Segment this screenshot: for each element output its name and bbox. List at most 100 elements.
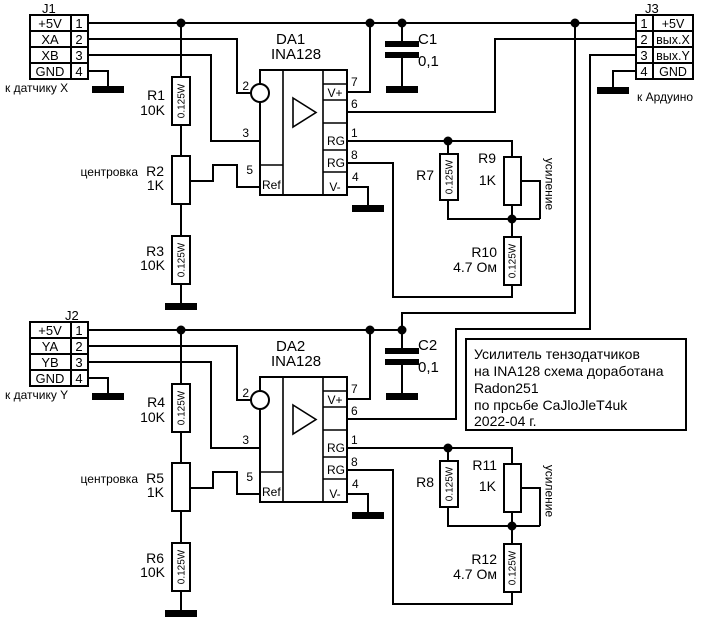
- gain-label: усиление: [543, 465, 557, 518]
- connector-ref: J1: [42, 1, 56, 16]
- power-rating: 0.125W: [177, 242, 188, 277]
- res-ref: R7: [416, 167, 434, 183]
- pin-number: 2: [640, 32, 647, 47]
- power-rating: 0.125W: [177, 390, 188, 425]
- pin-label: +5V: [38, 16, 62, 31]
- wire-vminus-da1-gnd: [347, 186, 369, 205]
- pin-number: 2: [242, 386, 249, 400]
- gain-label: усиление: [543, 158, 557, 211]
- res-value: 10K: [140, 409, 166, 425]
- pin-label: вых.Y: [656, 49, 690, 63]
- wire-ref-pin5-da1: [190, 164, 260, 188]
- junction-dot: [397, 325, 407, 335]
- pin-label: +5V: [662, 17, 685, 31]
- cap-plate: [385, 41, 419, 47]
- cap-plate: [385, 359, 419, 365]
- junction-dot: [176, 18, 186, 28]
- wire-yb-to-noninv-input: [88, 361, 260, 449]
- gnd-icon: [352, 512, 384, 519]
- cap-plate: [385, 348, 419, 354]
- pin-number: 3: [242, 126, 249, 140]
- res-ref: R9: [478, 150, 496, 166]
- wire-j2-gnd: [88, 377, 109, 393]
- note-line: Усилитель тензодатчиков: [474, 346, 640, 362]
- pin-number: 3: [242, 433, 249, 447]
- wire-rg1-da2: [347, 447, 540, 527]
- junction-dot: [443, 443, 453, 453]
- pin-number: 1: [75, 323, 82, 338]
- power-rating: 0.125W: [177, 549, 188, 584]
- cell-label: RG: [327, 441, 345, 455]
- pin-label: XA: [41, 32, 59, 47]
- inverting-input-circle-icon: [250, 83, 270, 103]
- gnd-icon: [92, 86, 124, 93]
- res-value: 1K: [147, 484, 165, 500]
- trimmer-r11: R11 1K усиление: [472, 457, 556, 517]
- pin-number: 6: [351, 97, 358, 111]
- pin-label: YA: [42, 339, 59, 354]
- junction-dot: [365, 325, 375, 335]
- junction-dots: [176, 18, 580, 531]
- junction-dot: [176, 325, 186, 335]
- wire-ref-pin5-da2: [190, 471, 260, 495]
- pin-number: 3: [640, 48, 647, 63]
- pin-number: 2: [242, 79, 249, 93]
- trimmer-r9: R9 1K усиление: [478, 150, 556, 210]
- wire-out-x: [347, 38, 636, 113]
- res-value: 4.7 Ом: [453, 259, 497, 275]
- note-line: по прсьбе CaJloJleT4uk: [474, 397, 628, 413]
- connector-caption: к датчику X: [5, 81, 68, 95]
- cap-ref: C2: [418, 337, 437, 354]
- pin-number: 1: [351, 433, 358, 447]
- pin-number: 4: [75, 64, 82, 79]
- cell-label: V-: [329, 487, 340, 501]
- trimmer-r2: R2 1K центровка: [81, 155, 191, 205]
- power-rating: 0.125W: [508, 243, 519, 278]
- junction-dot: [570, 18, 580, 28]
- ic-ref: DA1: [276, 31, 305, 48]
- centering-label: центровка: [81, 472, 139, 486]
- junction-dot: [507, 521, 517, 531]
- wire-j1-gnd: [88, 70, 109, 86]
- pin-number: 7: [351, 75, 358, 89]
- opamp-triangle-icon: [292, 96, 318, 129]
- power-rating: 0.125W: [177, 83, 188, 118]
- cell-label: RG: [327, 156, 345, 170]
- cell-label: V+: [327, 86, 342, 100]
- pin-number: 5: [246, 470, 253, 484]
- pin-number: 2: [75, 32, 82, 47]
- pin-number: 6: [351, 404, 358, 418]
- wires-x-channel: [88, 22, 636, 330]
- pin-number: 1: [75, 16, 82, 31]
- wire-rg1-da1: [347, 140, 540, 220]
- res-ref: R11: [472, 457, 497, 473]
- wire-r11-wiper: [521, 487, 541, 526]
- res-value: 1K: [479, 172, 497, 188]
- cap-value: 0,1: [418, 359, 439, 376]
- pin-number: 4: [352, 170, 359, 184]
- pin-label: GND: [36, 64, 65, 79]
- capacitor-c2: C2 0,1: [385, 337, 439, 376]
- pin-number: 1: [640, 16, 647, 31]
- opamp-triangle-icon: [292, 403, 318, 436]
- resistor-r3: 0.125W R3 10K: [140, 235, 191, 285]
- wire-vplus-da1: [347, 23, 371, 93]
- wires-y-channel: [88, 54, 636, 610]
- cell-label: Ref: [262, 485, 281, 499]
- amplifier-da1: DA1 INA128 2 3 5 7 6 1 8 4 V+ RG RG V- R…: [242, 31, 359, 196]
- pin-number: 4: [352, 477, 359, 491]
- res-value: 10K: [140, 257, 166, 273]
- res-ref: R5: [146, 470, 164, 486]
- gnd-icon: [386, 393, 418, 400]
- ground-symbols: [92, 86, 629, 617]
- gnd-icon: [92, 393, 124, 400]
- res-value: 10K: [140, 564, 166, 580]
- junction-dot: [507, 214, 517, 224]
- cell-label: RG: [327, 134, 345, 148]
- ic-part: INA128: [271, 46, 321, 63]
- note-line: на INA128 схема доработана: [474, 363, 664, 379]
- plus5v-downfeed: [401, 23, 576, 330]
- gnd-icon: [352, 205, 384, 212]
